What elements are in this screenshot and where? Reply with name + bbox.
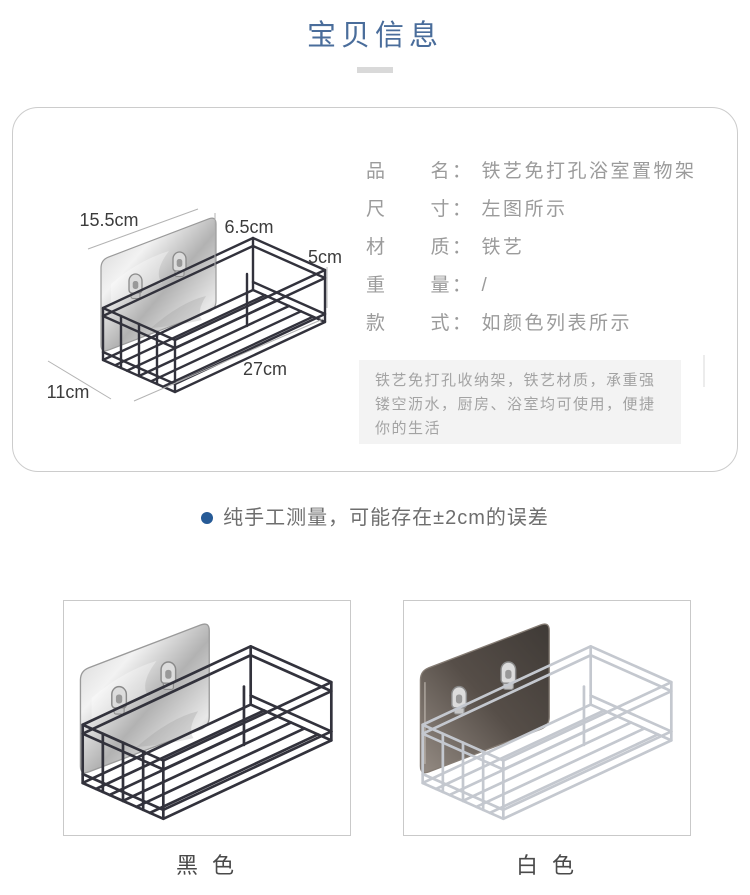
- variant-card-white: [403, 600, 691, 836]
- dimension-annotations: 15.5cm 6.5cm 5cm 27cm 11cm: [47, 208, 342, 402]
- spec-row-name: 品 名： 铁艺免打孔浴室置物架: [366, 156, 726, 182]
- spec-list: 品 名： 铁艺免打孔浴室置物架 尺 寸： 左图所示 材 质： 铁艺 重 量： /…: [366, 156, 726, 346]
- dimension-label-rail-height: 5cm: [308, 247, 342, 267]
- dimension-label-plate-width: 15.5cm: [79, 210, 138, 230]
- dimension-label-plate-height: 6.5cm: [224, 217, 273, 237]
- adhesive-plate-graphic: [80, 624, 209, 773]
- measurement-note: 纯手工测量，可能存在±2cm的误差: [223, 507, 549, 529]
- product-dimension-diagram: 15.5cm 6.5cm 5cm 27cm 11cm: [47, 208, 342, 402]
- variant-card-black: [63, 600, 351, 836]
- spec-row-material: 材 质： 铁艺: [366, 232, 726, 258]
- spec-value: 如颜色列表所示: [481, 313, 633, 334]
- adhesive-plate-graphic: [420, 624, 549, 773]
- page-title: 宝贝信息: [306, 20, 443, 52]
- dimension-label-depth: 11cm: [47, 382, 90, 402]
- spec-value: 铁艺: [481, 237, 525, 258]
- variant-label-white: 白 色: [515, 853, 579, 878]
- spec-label: 重 量：: [366, 275, 474, 296]
- spec-label: 尺 寸：: [366, 199, 474, 220]
- bullet-icon: [201, 512, 214, 524]
- variant-label-black: 黑 色: [175, 853, 239, 878]
- spec-value: 铁艺免打孔浴室置物架: [481, 161, 697, 182]
- spec-row-size: 尺 寸： 左图所示: [366, 194, 726, 220]
- measurement-note-row: 纯手工测量，可能存在±2cm的误差: [0, 504, 750, 532]
- spec-row-weight: 重 量： /: [366, 270, 726, 296]
- variant-image-black: [67, 606, 333, 821]
- product-description: 铁艺免打孔收纳架，铁艺材质，承重强镂空沥水，厨房、浴室均可使用，便捷你的生活: [359, 360, 681, 444]
- spec-value: 左图所示: [481, 199, 568, 220]
- page-header: 宝贝信息: [0, 0, 750, 73]
- dimension-label-length: 27cm: [243, 359, 287, 379]
- spec-label: 品 名：: [366, 161, 474, 182]
- spec-label: 款 式：: [366, 313, 474, 334]
- variant-image-white: [407, 606, 673, 821]
- spec-value: /: [481, 275, 490, 296]
- spec-label: 材 质：: [366, 237, 474, 258]
- scroll-indicator: [703, 355, 705, 387]
- spec-row-style: 款 式： 如颜色列表所示: [366, 308, 726, 334]
- product-info-card: 15.5cm 6.5cm 5cm 27cm 11cm 品 名： 铁艺免打孔浴室置…: [12, 107, 738, 472]
- title-underline: [357, 67, 393, 73]
